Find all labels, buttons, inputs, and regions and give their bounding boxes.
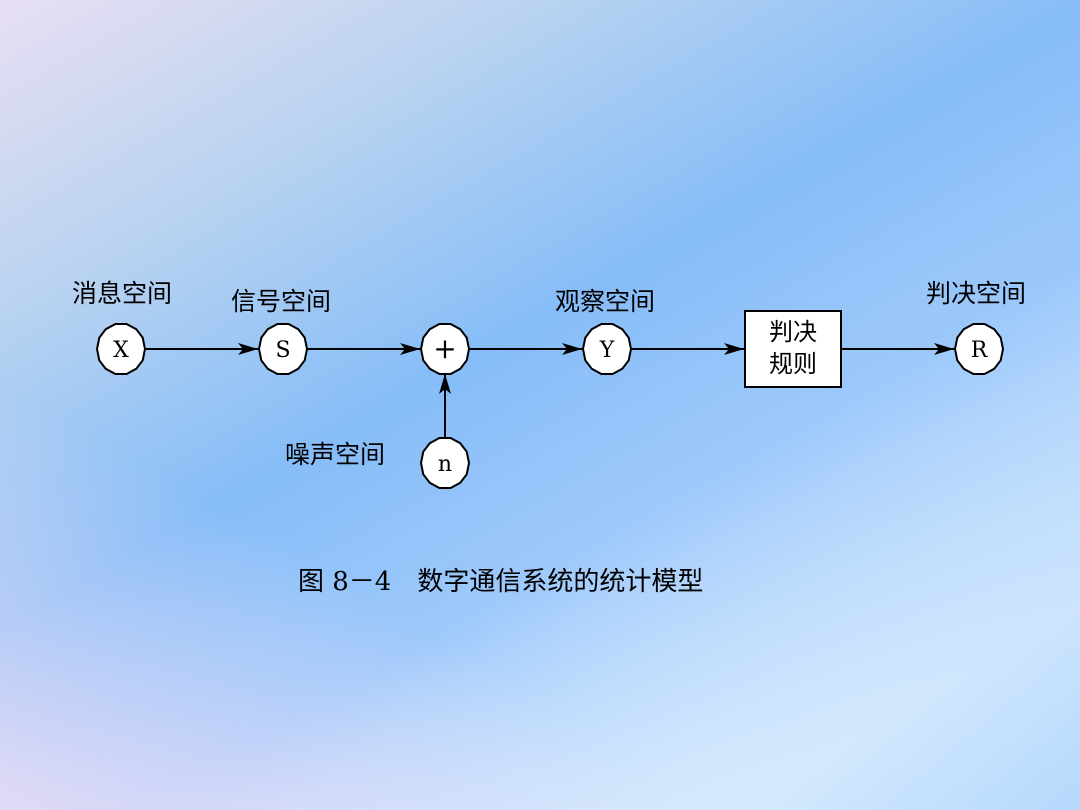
node-r-shape — [953, 323, 1005, 375]
node-x: X — [95, 323, 147, 375]
node-s: S — [257, 323, 309, 375]
node-x-shape — [95, 323, 147, 375]
node-n: n — [419, 437, 471, 489]
decision-rule-rect — [744, 310, 842, 388]
figure-caption: 图 8－4 数字通信系统的统计模型 — [298, 567, 703, 597]
decision-rule-box: 判决 规则 — [744, 310, 842, 388]
node-r: R — [953, 323, 1005, 375]
node-s-shape — [257, 323, 309, 375]
decision-space-label: 判决空间 — [926, 279, 1026, 308]
node-x-label: X — [113, 338, 129, 363]
observation-space-label: 观察空间 — [555, 287, 655, 316]
adder-plus-label: + — [433, 332, 456, 365]
node-s-label: S — [275, 338, 290, 363]
node-n-shape — [419, 437, 471, 489]
decision-rule-line-1: 判决 — [769, 318, 817, 346]
node-n-label: n — [438, 452, 452, 477]
signal-space-label: 信号空间 — [231, 287, 331, 316]
node-y-shape — [581, 323, 633, 375]
node-y-label: Y — [599, 338, 615, 363]
noise-space-label: 噪声空间 — [285, 440, 385, 469]
message-space-label: 消息空间 — [72, 279, 172, 308]
adder-shape — [419, 323, 471, 375]
node-r-label: R — [971, 338, 989, 363]
decision-rule-line-2: 规则 — [769, 350, 817, 378]
node-adder: + — [419, 323, 471, 375]
node-y: Y — [581, 323, 633, 375]
